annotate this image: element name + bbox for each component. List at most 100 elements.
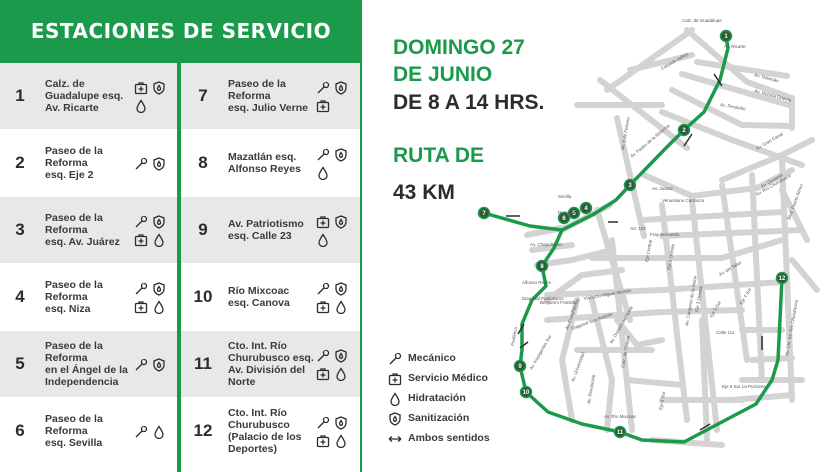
station-name-line: Reforma (228, 90, 271, 102)
street-label: Av. 5 de Febrero (620, 116, 631, 150)
panel-title: ESTACIONES DE SERVICIO (30, 19, 332, 43)
station-services (134, 197, 168, 263)
street-label: Eje 5 Sur La Purísima (722, 384, 766, 389)
mecanico-icon (134, 357, 148, 371)
station-name-line: Calz. de (45, 78, 85, 90)
hidratacion-icon (134, 98, 148, 114)
street-label: Av. Universidad (570, 351, 586, 382)
hidratacion-icon (388, 391, 402, 407)
station-services (316, 398, 350, 464)
street-label: Periférico (510, 326, 518, 346)
mecanico-icon (316, 348, 330, 362)
medico-icon (316, 366, 330, 381)
street-label: Eje Central (644, 239, 653, 262)
station-name-line: Independencia (45, 376, 119, 388)
panel-edge (360, 63, 362, 472)
legend-label: Mecánico (408, 352, 456, 364)
medico-icon (316, 98, 330, 113)
sanitizacion-icon (152, 281, 166, 296)
station-services (134, 130, 168, 196)
arrow-7 (699, 423, 711, 431)
stop-marker: 10 (519, 385, 533, 399)
station-number: 8 (198, 153, 208, 172)
station-services (134, 63, 168, 129)
station-name-line: Reforma (45, 352, 88, 364)
street-label: Av. Peralvillo (720, 102, 747, 111)
medico-icon (134, 232, 148, 247)
sanitizacion-icon (388, 411, 402, 426)
mecanico-icon (134, 281, 148, 295)
sanitizacion-icon (152, 156, 166, 171)
street-label: Av. Gran Canal (755, 131, 784, 151)
date-line-2: DE JUNIO (393, 63, 493, 86)
station-name-line: Mazatlán esq. (228, 151, 297, 163)
station-services (316, 331, 350, 397)
station-name-line: Guadalupe esq. (45, 90, 124, 102)
station-name-line: Paseo de la (45, 279, 103, 291)
street-label: Durango (558, 210, 576, 215)
street-label: Benjamín Franklin (540, 300, 577, 305)
legend-item: Mecánico (386, 351, 546, 367)
medico-icon (388, 371, 402, 386)
legend-label: Ambos sentidos (408, 432, 490, 444)
mecanico-icon (134, 156, 148, 170)
station-name-line: Paseo de la (45, 212, 103, 224)
station-name-line: Río Mixcoac (228, 285, 290, 297)
station-number: 1 (15, 86, 25, 105)
station-name-line: esq. Calle 23 (228, 230, 292, 242)
street-label: Venustiano Carranza (662, 198, 705, 203)
station-number: 7 (198, 86, 208, 105)
route-distance: 43 KM (393, 181, 455, 204)
station-name-line: Reforma (45, 157, 88, 169)
legend-item: Hidratación (386, 391, 546, 407)
station-name-line: Paseo de la (45, 340, 103, 352)
hidratacion-icon (334, 366, 348, 382)
legend-label: Hidratación (408, 392, 466, 404)
station-name-line: Churubusco esq. (228, 352, 314, 364)
station-name-line: esq. Sevilla (45, 437, 103, 449)
stop-marker: 5 (567, 206, 581, 220)
station-name-line: Churubusco (228, 419, 290, 431)
station-number: 3 (15, 220, 25, 239)
station-name-line: Av. División del (228, 364, 306, 376)
street-grid (524, 27, 820, 448)
stop-marker: 11 (613, 425, 627, 439)
street-label: Calz. de Guadalupe (682, 18, 722, 23)
stop-number: 1 (724, 34, 728, 40)
station-name-line: Paseo de la (45, 145, 103, 157)
station-name-line: en el Ángel de la (45, 364, 128, 376)
stop-marker: 9 (513, 359, 527, 373)
mecanico-icon (388, 351, 402, 365)
row-band (0, 197, 177, 263)
arrow-5 (517, 323, 525, 335)
hidratacion-icon (152, 424, 166, 440)
stop-number: 6 (562, 216, 566, 222)
stop-number: 12 (779, 276, 786, 282)
ambos-icon (388, 431, 402, 445)
arrow-6 (519, 341, 529, 349)
sanitizacion-icon (152, 357, 166, 372)
panel-header: ESTACIONES DE SERVICIO (0, 0, 362, 63)
station-name-line: Paseo de la (45, 413, 103, 425)
hidratacion-icon (316, 165, 330, 181)
sanitizacion-icon (334, 281, 348, 296)
stop-marker: 3 (623, 178, 637, 192)
street-label: Fray Servando (650, 232, 680, 237)
sanitizacion-icon (152, 80, 166, 95)
station-name-line: (Palacio de los (228, 431, 302, 443)
